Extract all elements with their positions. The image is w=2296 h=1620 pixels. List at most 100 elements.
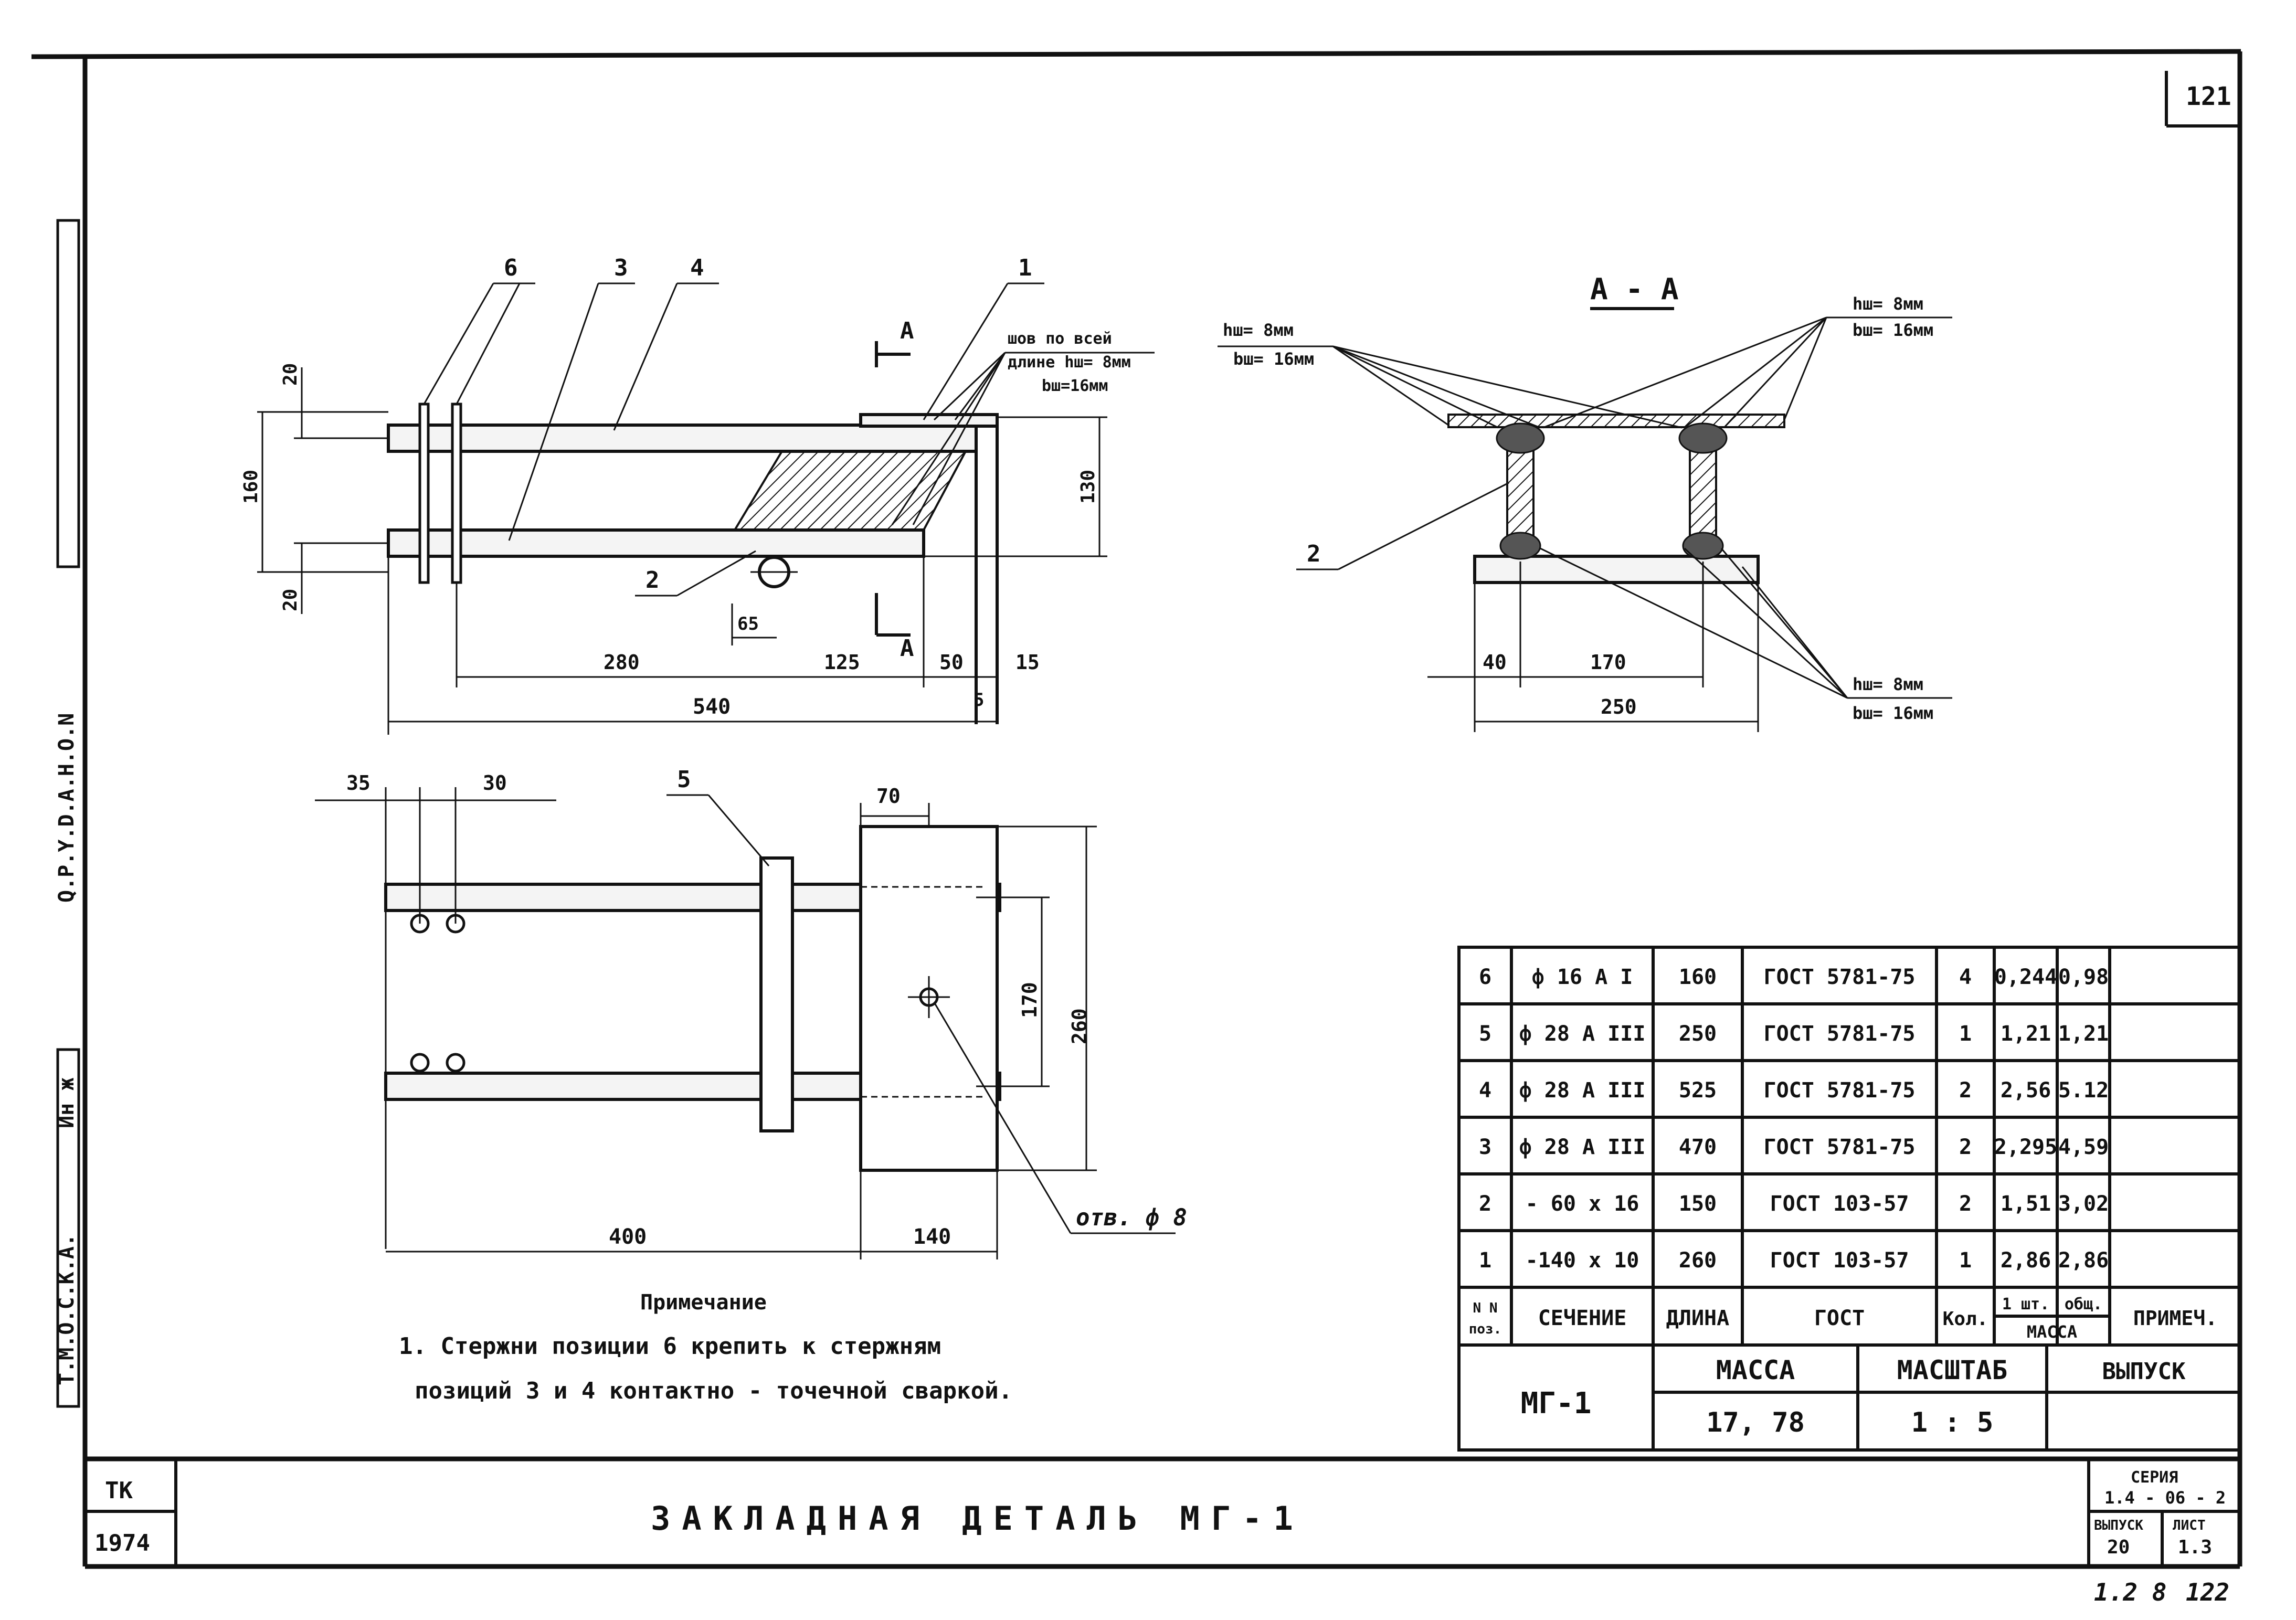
spec-cell-section: ф 28 А III xyxy=(1519,1022,1646,1046)
spec-sum-scale-value: 1 : 5 xyxy=(1911,1407,1994,1438)
spec-cell-pos: 1 xyxy=(1479,1248,1491,1273)
spec-cell-qty: 2 xyxy=(1959,1192,1972,1216)
spec-cell-length: 525 xyxy=(1679,1078,1717,1103)
callout-6: 6 xyxy=(504,255,518,281)
tb-issue-value: 20 xyxy=(2107,1537,2130,1558)
spec-cell-section: - 60 х 16 xyxy=(1526,1192,1639,1216)
aa-dim-40: 40 xyxy=(1483,651,1507,674)
spec-sum-mass-label: МАССА xyxy=(1716,1355,1795,1385)
spec-sum-mass-value: 17, 78 xyxy=(1706,1407,1805,1438)
side-stamp-text-a: T.M.O.C.K.A. xyxy=(55,1234,79,1385)
spec-head-length: ДЛИНА xyxy=(1666,1306,1729,1330)
spec-sum-scale-label: МАСШТАБ xyxy=(1897,1355,2008,1385)
section-mark-a-top: А xyxy=(900,317,914,344)
spec-cell-gost: ГОСТ 103-57 xyxy=(1770,1192,1909,1216)
page-number-bottom-b: 122 xyxy=(2186,1578,2229,1606)
aa-weld-bottom-b: bш= 16мм xyxy=(1853,703,1933,723)
callout-3: 3 xyxy=(614,255,628,281)
tb-org: ТК xyxy=(105,1477,133,1504)
note-line1: 1. Стержни позиции 6 крепить к стержням xyxy=(399,1333,941,1360)
spec-cell-length: 160 xyxy=(1679,965,1717,989)
plan-dim-170: 170 xyxy=(1018,982,1041,1018)
plan-dim-260: 260 xyxy=(1068,1008,1091,1044)
tb-issue-label: ВЫПУСК xyxy=(2094,1518,2143,1533)
spec-cell-gost: ГОСТ 5781-75 xyxy=(1764,1022,1916,1046)
plan-rod-pos-5 xyxy=(759,856,794,1132)
spec-table-frame xyxy=(1457,946,2241,1452)
bar-pos-3 xyxy=(387,528,925,558)
aa-dim-250: 250 xyxy=(1601,695,1637,718)
plan-view: 5 35 30 70 170 260 400 140 отв. ф 8 xyxy=(315,766,1187,1259)
side-stamp-text-c: Ин ж xyxy=(55,1078,79,1128)
callout-4: 4 xyxy=(690,255,704,281)
plan-dim-35: 35 xyxy=(346,771,371,795)
spec-head-qty: Кол. xyxy=(1943,1308,1988,1330)
dim-280: 280 xyxy=(604,651,640,674)
dim-h-bot: 20 xyxy=(280,589,301,611)
spec-cell-gost: ГОСТ 103-57 xyxy=(1770,1248,1909,1273)
section-aa-title: А - А xyxy=(1590,272,1679,306)
spec-cell-qty: 2 xyxy=(1959,1078,1972,1103)
dim-540: 540 xyxy=(693,695,731,719)
spec-cell-mass_total: 4,59 xyxy=(2058,1135,2109,1159)
tb-series-label: СЕРИЯ xyxy=(2131,1468,2178,1487)
callout-2: 2 xyxy=(646,567,660,594)
spec-head-pos: N N xyxy=(1473,1300,1498,1316)
plan-dim-70: 70 xyxy=(876,785,901,808)
side-stamp-text-b: Q.P.Y.D.A.H.O.N xyxy=(55,713,79,903)
aa-weld-right-b: bш= 16мм xyxy=(1853,320,1933,340)
spec-cell-gost: ГОСТ 5781-75 xyxy=(1764,1078,1916,1103)
spec-cell-qty: 4 xyxy=(1959,965,1972,989)
spec-cell-qty: 1 xyxy=(1959,1248,1972,1273)
plate-pos-1 xyxy=(859,413,999,428)
spec-cell-mass_one: 2,86 xyxy=(2001,1248,2051,1273)
aa-callout-2: 2 xyxy=(1307,541,1321,567)
spec-head-gost: ГОСТ xyxy=(1814,1306,1865,1330)
spec-cell-mass_one: 2,56 xyxy=(2001,1078,2051,1103)
spec-head-mass: МАССА xyxy=(2027,1322,2077,1342)
tb-year: 1974 xyxy=(94,1530,150,1557)
plan-dim-140: 140 xyxy=(913,1225,951,1249)
aa-dim-170: 170 xyxy=(1590,651,1626,674)
note-block: Примечание 1. Стержни позиции 6 крепить … xyxy=(399,1290,1012,1404)
dim-125: 125 xyxy=(824,651,860,674)
dim-h-top: 20 xyxy=(280,363,301,386)
dim-h-right: 130 xyxy=(1077,470,1099,504)
top-view: 6 3 4 1 2 А А шов по всей длине hш= 8мм … xyxy=(240,255,1155,735)
plan-dim-30: 30 xyxy=(483,771,507,795)
plan-callout-5: 5 xyxy=(677,766,691,793)
rod-pos-6a xyxy=(418,403,430,584)
aa-weld-right-h: hш= 8мм xyxy=(1853,294,1923,314)
spec-cell-mass_one: 1,51 xyxy=(2001,1192,2051,1216)
tb-sheet-label: ЛИСТ xyxy=(2173,1518,2206,1533)
page-number-bottom-a: 1.2 8 xyxy=(2094,1578,2166,1606)
spec-head-mass-one: 1 шт. xyxy=(2002,1295,2049,1314)
weld-note: шов по всей длине hш= 8мм bш=16мм xyxy=(891,330,1155,525)
note-title: Примечание xyxy=(640,1290,767,1315)
page-number: 121 xyxy=(2186,82,2231,111)
spec-sum-mark: МГ-1 xyxy=(1521,1386,1592,1421)
section-mark-a-bottom: А xyxy=(900,635,914,662)
spec-cell-section: ф 28 А III xyxy=(1519,1135,1646,1159)
weld-note-line2: длине hш= 8мм xyxy=(1008,353,1131,372)
weld-note-line1: шов по всей xyxy=(1008,330,1112,348)
spec-sum-issue-label: ВЫПУСК xyxy=(2102,1358,2186,1385)
spec-cell-mass_total: 1,21 xyxy=(2058,1022,2109,1046)
spec-cell-qty: 2 xyxy=(1959,1135,1972,1159)
aa-weld-bottom-h: hш= 8мм xyxy=(1853,674,1923,694)
spec-cell-length: 250 xyxy=(1679,1022,1717,1046)
aa-weld-left-h: hш= 8мм xyxy=(1223,320,1294,340)
spec-cell-mass_total: 3,02 xyxy=(2058,1192,2109,1216)
spec-cell-mass_one: 0,244 xyxy=(1994,965,2057,989)
tb-series-value: 1.4 - 06 - 2 xyxy=(2104,1488,2226,1508)
aa-weld-left-b: bш= 16мм xyxy=(1233,349,1314,369)
spec-cell-mass_total: 5.12 xyxy=(2058,1078,2109,1103)
dim-65: 65 xyxy=(737,613,759,634)
spec-cell-mass_total: 2,86 xyxy=(2058,1248,2109,1273)
spec-cell-length: 260 xyxy=(1679,1248,1717,1273)
spec-head-section: СЕЧЕНИЕ xyxy=(1538,1306,1627,1330)
spec-cell-section: ф 28 А III xyxy=(1519,1078,1646,1103)
plan-dim-400: 400 xyxy=(609,1225,647,1249)
